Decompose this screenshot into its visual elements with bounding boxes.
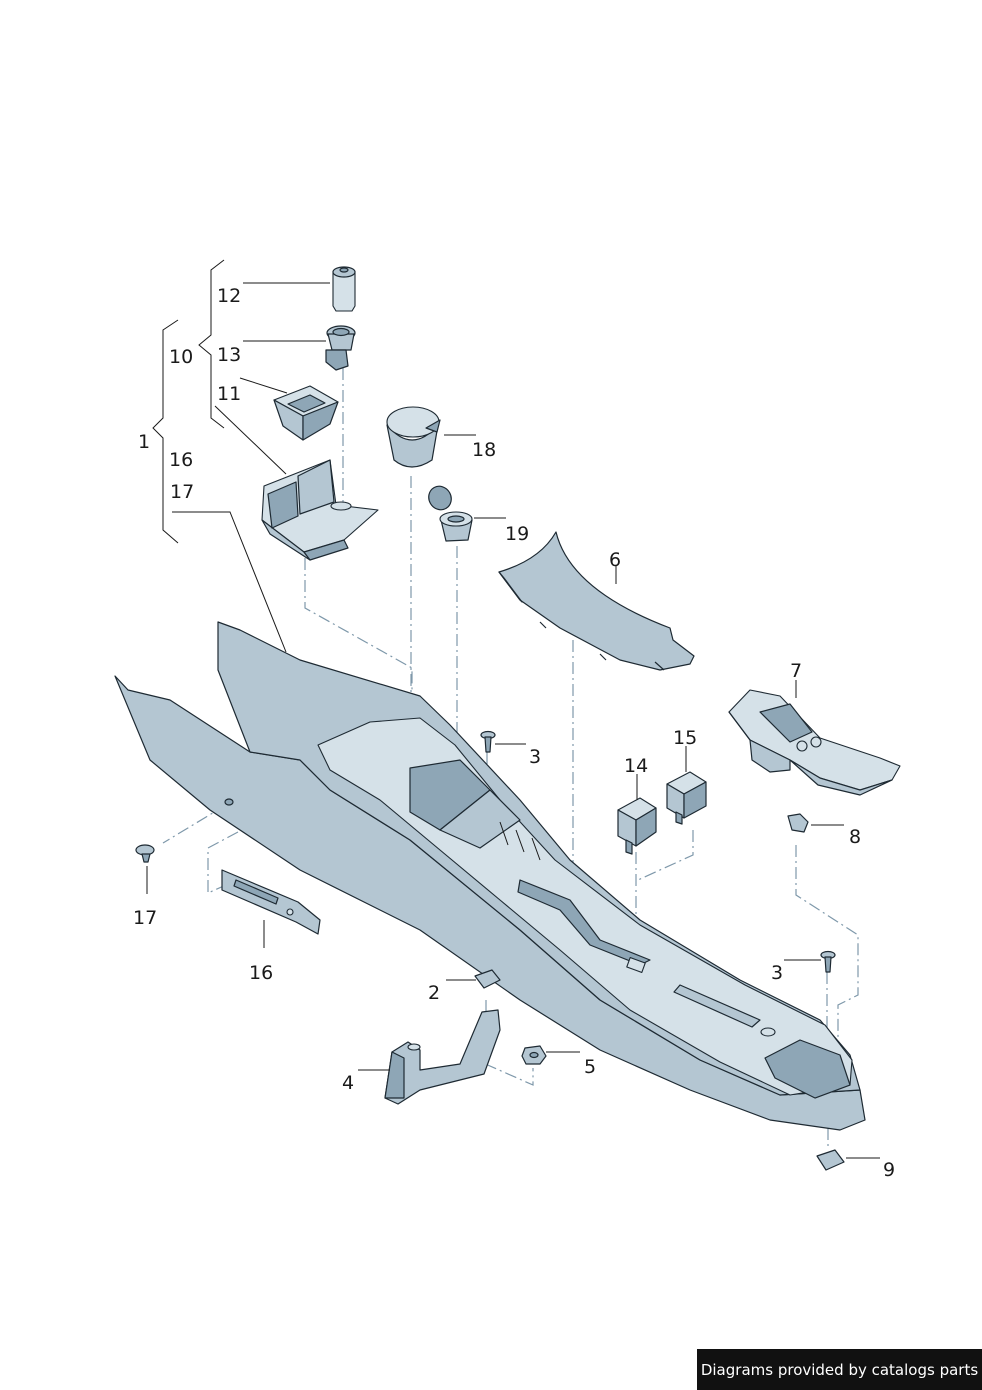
part-2-nut-clip	[474, 969, 501, 989]
part-8-clip	[787, 813, 809, 833]
part-17-rivet	[135, 844, 155, 863]
callout-13: 13	[217, 344, 241, 366]
part-9-nut-clip	[816, 1149, 845, 1171]
credit-banner: Diagrams provided by catalogs parts	[697, 1349, 982, 1390]
callout-16-group: 16	[169, 449, 193, 471]
part-16-housing-upper	[261, 459, 379, 561]
callouts: 12 10 13 11 1 16 17 18 19 6 7 15 3 14 8 …	[133, 285, 895, 1181]
callout-15: 15	[673, 727, 697, 749]
callout-16: 16	[249, 962, 273, 984]
callout-18: 18	[472, 439, 496, 461]
part-19-power-socket	[428, 485, 473, 542]
part-15-switch	[666, 771, 707, 825]
part-7-rear-tray	[728, 689, 901, 796]
part-13-socket	[325, 325, 356, 371]
part-16-bracket	[221, 869, 321, 935]
callout-9: 9	[883, 1159, 895, 1181]
callout-12: 12	[217, 285, 241, 307]
callout-19: 19	[505, 523, 529, 545]
callout-4: 4	[342, 1072, 354, 1094]
leader-lines	[146, 282, 880, 1159]
callout-2: 2	[428, 982, 440, 1004]
callout-1: 1	[138, 431, 150, 453]
part-5-nut	[521, 1045, 547, 1065]
callout-3-upper: 3	[529, 746, 541, 768]
part-3-screw-lower	[820, 950, 836, 973]
callout-6: 6	[609, 549, 621, 571]
callout-10: 10	[169, 346, 193, 368]
part-6-trim-panel	[498, 531, 695, 671]
callout-3-lower: 3	[771, 962, 783, 984]
bracket-group-10	[198, 259, 225, 429]
callout-7: 7	[790, 660, 802, 682]
callout-8: 8	[849, 826, 861, 848]
part-11-tray-insert	[273, 385, 339, 441]
callout-5: 5	[584, 1056, 596, 1078]
bracket-group-1	[152, 319, 179, 544]
callout-17-group: 17	[170, 481, 194, 503]
part-18-cup-holder	[386, 406, 441, 468]
callout-11: 11	[217, 383, 241, 405]
part-12-lighter	[332, 266, 356, 312]
centre-console-body	[114, 621, 866, 1131]
part-3-screw-upper	[480, 730, 496, 753]
part-14-switch	[617, 797, 657, 855]
callout-14: 14	[624, 755, 648, 777]
part-4-support	[384, 1009, 501, 1105]
callout-17: 17	[133, 907, 157, 929]
